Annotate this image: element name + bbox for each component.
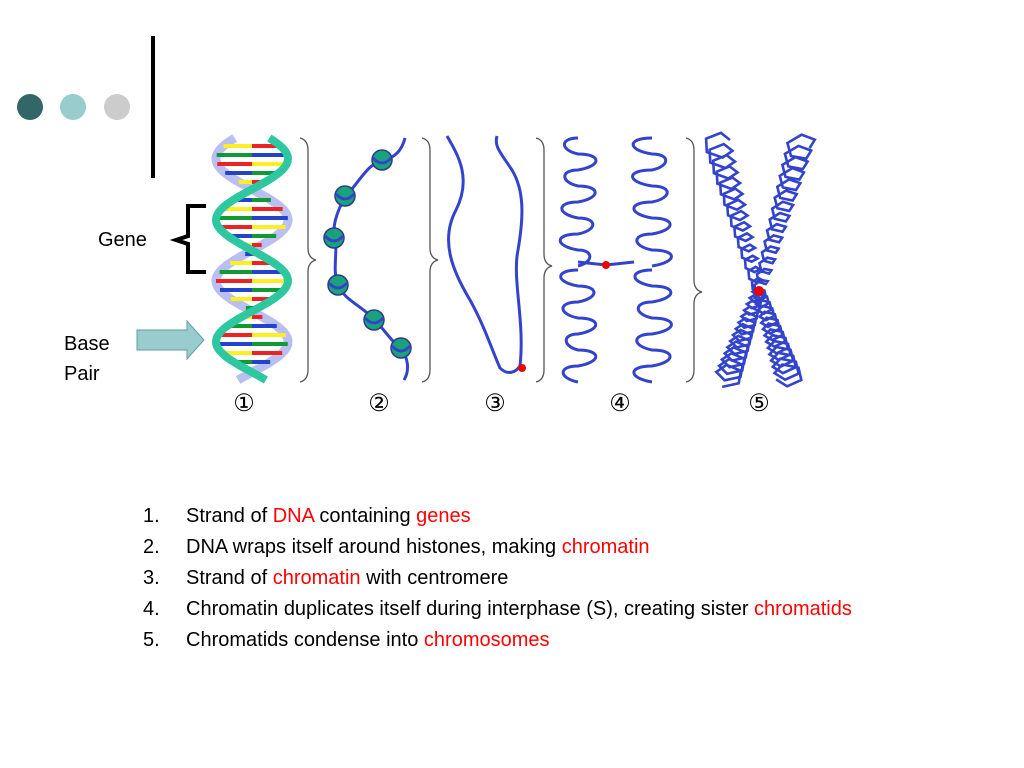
- caption-text: DNA wraps itself around histones, making: [186, 536, 562, 558]
- gene-bracket: [169, 204, 206, 274]
- caption-text: Chromatin duplicates itself during inter…: [186, 598, 755, 620]
- stage-number-2: ②: [368, 389, 390, 417]
- gene-label: Gene: [98, 229, 147, 251]
- caption-highlight: chromatin: [561, 536, 650, 558]
- histone-wrap: [363, 316, 385, 325]
- chromosome-arm: [714, 287, 765, 389]
- decor-dot-3: [104, 94, 130, 120]
- chromatid-right-arm-top: [631, 136, 673, 268]
- histone: [371, 149, 393, 171]
- chromatid-left-arm-top: [558, 136, 598, 268]
- caption-text: Chromatids condense into: [186, 629, 424, 651]
- decor-dot-2: [60, 94, 86, 120]
- sister-chromatids: [558, 136, 673, 384]
- stage-brace-3: [535, 137, 553, 383]
- chromosome-arm: [704, 131, 766, 295]
- caption-highlight: chromosomes: [423, 629, 550, 651]
- stage-number-1: ①: [233, 389, 255, 417]
- stage-number-5: ⑤: [748, 389, 770, 417]
- decor-dot-1: [17, 94, 43, 120]
- caption-text: Strand of: [186, 505, 273, 527]
- histone: [323, 227, 345, 249]
- centromere-dot: [602, 261, 610, 269]
- chromosome-diagram: ① ② ③ ④ ⑤: [136, 131, 817, 417]
- histone-wrap: [371, 156, 393, 165]
- centromere-dot: [754, 286, 764, 296]
- histone-wrap: [390, 344, 412, 353]
- caption-highlight: genes: [416, 505, 471, 527]
- histone-wrap: [323, 234, 345, 243]
- histone: [363, 309, 385, 331]
- caption-list: 1. Strand of DNA containing genes 2. DNA wr…: [143, 501, 933, 656]
- chromatin-strand-long: [445, 135, 524, 374]
- histone-group: [323, 149, 412, 359]
- dna-helix: [211, 134, 293, 384]
- stage-brace-2: [421, 137, 439, 383]
- chromatid-right-arm-bottom: [632, 268, 673, 384]
- condensed-chromosome: [704, 131, 817, 389]
- helix-backbone-front: [211, 134, 293, 384]
- caption-item: 5. Chromatids condense into chromosomes: [143, 625, 933, 656]
- caption-number: 1.: [143, 505, 160, 527]
- stage-brace-1: [299, 137, 317, 383]
- stage-brace-4: [685, 137, 703, 383]
- caption-number: 5.: [143, 629, 160, 651]
- caption-item: 1. Strand of DNA containing genes: [143, 501, 933, 532]
- caption-item: 4. Chromatin duplicates itself during int…: [143, 594, 933, 625]
- caption-highlight: DNA: [272, 505, 314, 527]
- chromosome-arm: [752, 133, 817, 296]
- caption-text: Strand of: [186, 567, 273, 589]
- histone: [334, 185, 356, 207]
- caption-text: containing: [313, 505, 417, 527]
- helix-backbone-back: [211, 134, 293, 384]
- histone-wrap: [334, 192, 356, 201]
- caption-highlight: chromatids: [754, 598, 852, 620]
- chromosome-arm: [752, 286, 803, 388]
- base-pair-arrow: [136, 319, 205, 361]
- caption-number: 3.: [143, 567, 160, 589]
- title-divider: [151, 36, 155, 178]
- caption-number: 4.: [143, 598, 160, 620]
- histone-wrap: [327, 281, 349, 290]
- chromatid-left-arm-bottom: [559, 268, 598, 384]
- histone: [390, 337, 412, 359]
- stage-number-4: ④: [609, 389, 631, 417]
- caption-item: 2. DNA wraps itself around histones, maki…: [143, 532, 933, 563]
- caption-text: with centromere: [360, 567, 509, 589]
- histone: [327, 274, 349, 296]
- caption-number: 2.: [143, 536, 160, 558]
- caption-item: 3. Strand of chromatin with centromere: [143, 563, 933, 594]
- stage-number-3: ③: [484, 389, 506, 417]
- caption-highlight: chromatin: [272, 567, 361, 589]
- base-pair-label: Base Pair: [64, 333, 110, 385]
- centromere-dot: [518, 364, 526, 372]
